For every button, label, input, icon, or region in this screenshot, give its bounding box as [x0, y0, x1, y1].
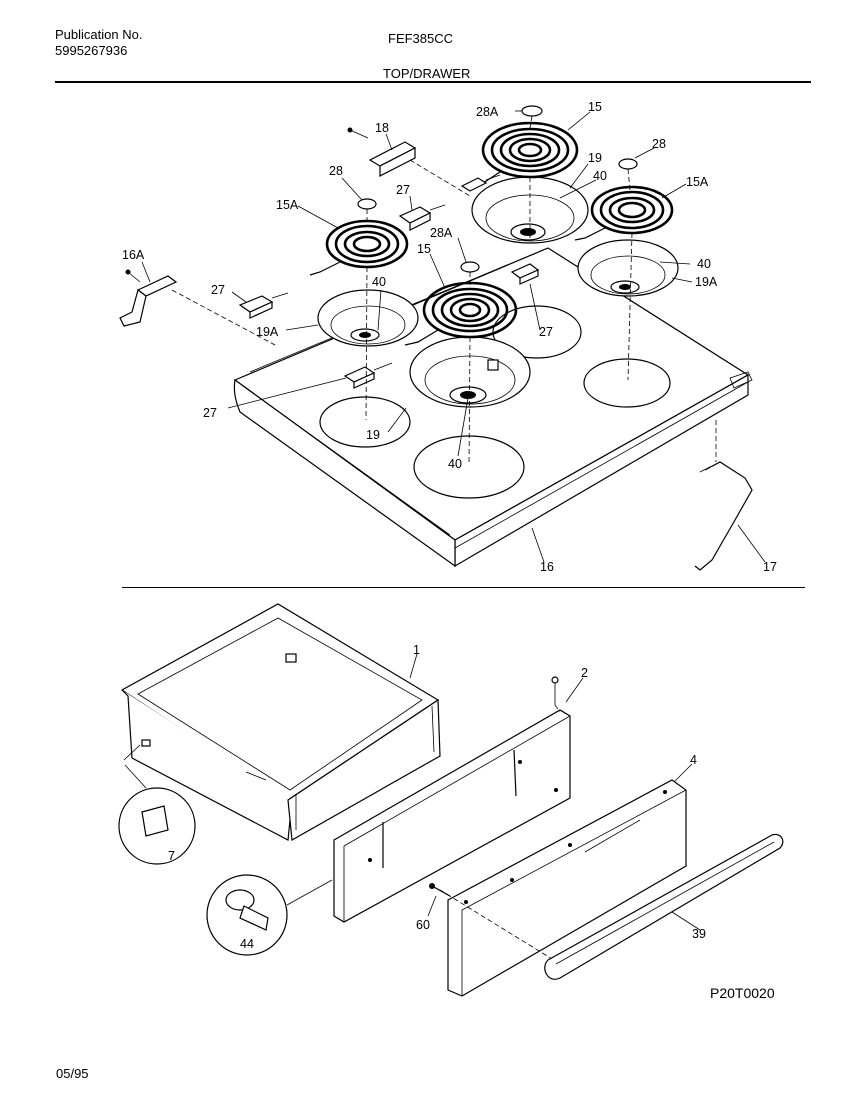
- callout-40-top: 40: [593, 169, 607, 183]
- callout-28a-top: 28A: [476, 105, 499, 119]
- drip-pan-19a-right: [577, 239, 679, 297]
- bracket-18: [347, 127, 417, 177]
- cooktop-16: [233, 247, 753, 568]
- callout-60: 60: [416, 918, 430, 932]
- callout-27-upper: 27: [396, 183, 410, 197]
- receptacle-27-mid: [510, 263, 540, 285]
- model-number: FEF385CC: [388, 31, 454, 46]
- callout-27-mid: 27: [539, 325, 553, 339]
- support-wire-17: [694, 461, 753, 571]
- callout-15-top: 15: [588, 100, 602, 114]
- drawer-front-4: [439, 779, 687, 997]
- top-centerlines: [171, 115, 717, 466]
- receptacle-27-top: [460, 174, 501, 192]
- publication-number: 5995267936: [55, 43, 128, 58]
- publication-label: Publication No.: [55, 27, 143, 42]
- receptacle-27-bottom: [343, 362, 393, 389]
- callout-15-mid: 15: [417, 242, 431, 256]
- callout-27-bottom: 27: [203, 406, 217, 420]
- callout-44: 44: [240, 937, 254, 951]
- callout-17: 17: [763, 560, 777, 574]
- callout-4: 4: [690, 753, 697, 767]
- callout-15a-left: 15A: [276, 198, 299, 212]
- inset-44: [206, 874, 333, 956]
- inset-7: [118, 744, 196, 865]
- callout-16: 16: [540, 560, 554, 574]
- revision-date: 05/95: [56, 1066, 89, 1081]
- disc-28a-top: [521, 105, 543, 117]
- disc-28-left: [357, 198, 377, 210]
- leader-lines: [141, 110, 766, 931]
- callout-19-top: 19: [588, 151, 602, 165]
- callout-labels: 28A 15 18 28 19 28 40 15A 27 15A 28A 15 …: [122, 100, 777, 951]
- receptacle-27-upper: [398, 204, 446, 231]
- callout-16a: 16A: [122, 248, 145, 262]
- surface-element-15-top: [467, 121, 579, 187]
- callout-40-left: 40: [372, 275, 386, 289]
- bracket-16a: [119, 269, 178, 327]
- callout-19a-left: 19A: [256, 325, 279, 339]
- callout-2: 2: [581, 666, 588, 680]
- callout-15a-right: 15A: [686, 175, 709, 189]
- callout-18: 18: [375, 121, 389, 135]
- callout-7: 7: [168, 849, 175, 863]
- disc-28-right: [618, 158, 638, 170]
- callout-40-bottom: 40: [448, 457, 462, 471]
- drawer-panel-2: [333, 676, 571, 923]
- callout-39: 39: [692, 927, 706, 941]
- screw-60: [429, 883, 451, 897]
- callout-1: 1: [413, 643, 420, 657]
- section-divider: [122, 587, 805, 588]
- header-rule: [55, 81, 811, 83]
- receptacle-27-left: [238, 292, 289, 319]
- surface-element-15a-left: [309, 219, 409, 276]
- callout-28-left: 28: [329, 164, 343, 178]
- section-title: TOP/DRAWER: [383, 66, 471, 81]
- callout-28-right: 28: [652, 137, 666, 151]
- callout-28a-mid: 28A: [430, 226, 453, 240]
- callout-19-bottom: 19: [366, 428, 380, 442]
- drawing-id: P20T0020: [710, 985, 775, 1001]
- drawer-handle-39: [544, 833, 784, 980]
- callout-19a-right: 19A: [695, 275, 718, 289]
- drawer-1: [120, 603, 441, 841]
- drip-pan-19a-left: [317, 289, 419, 347]
- surface-element-15a-right: [574, 185, 674, 241]
- disc-28a-mid: [460, 261, 480, 273]
- callout-27-left: 27: [211, 283, 225, 297]
- callout-40-right: 40: [697, 257, 711, 271]
